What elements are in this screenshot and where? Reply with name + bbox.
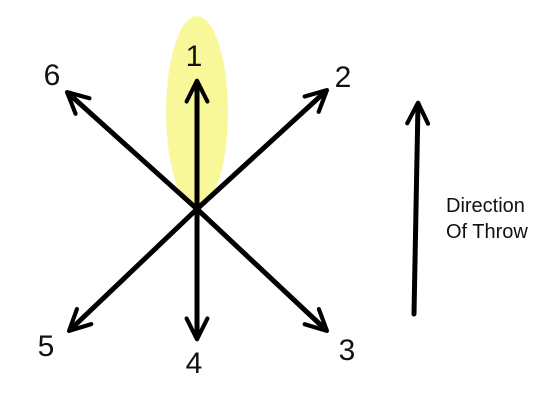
arrow-direction-5 <box>66 206 200 333</box>
arrow-direction-6 <box>64 90 200 212</box>
direction-label-2: 2 <box>335 61 352 94</box>
arrow-direction-3 <box>194 206 330 333</box>
direction-label-1: 1 <box>186 40 203 73</box>
direction-label-3: 3 <box>339 334 356 367</box>
direction-of-throw-arrow <box>405 100 431 317</box>
direction-label-6: 6 <box>44 59 61 92</box>
direction-label-5: 5 <box>38 330 55 363</box>
direction-label-4: 4 <box>186 347 203 380</box>
direction-arrows <box>64 78 330 342</box>
arrow-direction-2 <box>194 88 330 212</box>
direction-labels: 1 2 3 4 5 6 <box>38 40 356 380</box>
direction-of-throw-caption: Direction Of Throw <box>446 193 554 245</box>
caption-line-2: Of Throw <box>446 221 528 243</box>
caption-line-1: Direction <box>446 195 525 217</box>
